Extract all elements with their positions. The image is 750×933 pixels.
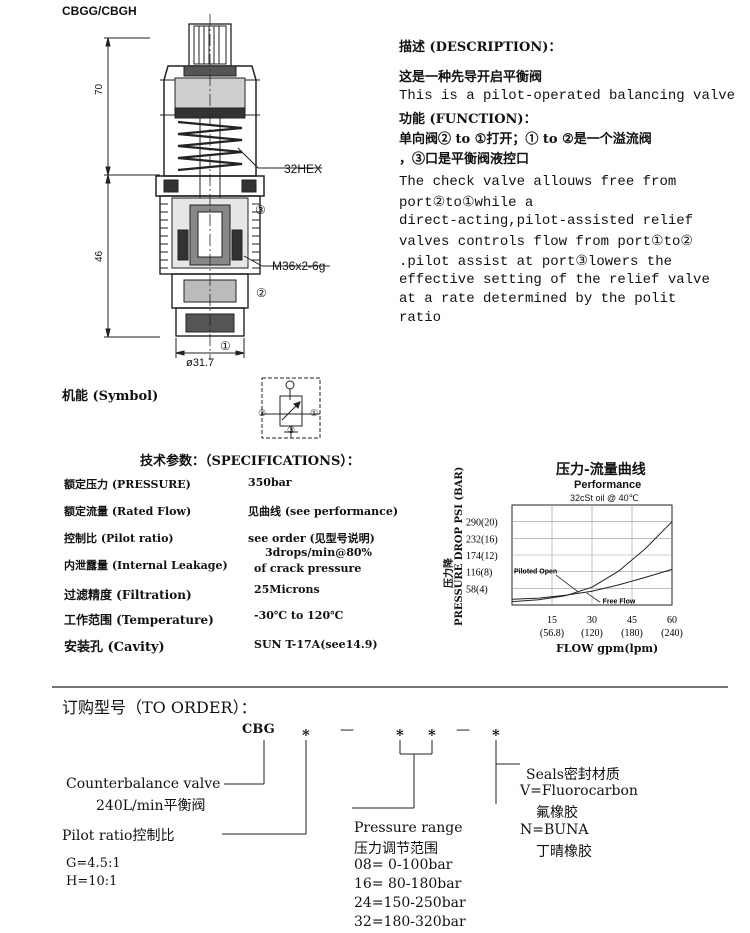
spec-label-leakage: 内泄露量 (Internal Leakage)	[64, 559, 228, 572]
spec-label-pilot: 控制比 (Pilot ratio)	[64, 532, 174, 545]
spec-label-cavity: 安装孔 (Cavity)	[64, 640, 165, 655]
seals-title: Seals密封材质	[526, 767, 620, 783]
hex-label: 32HEX	[284, 162, 323, 176]
chart-series-arrow	[586, 592, 601, 603]
chart-y-tick-label: 232(16)	[466, 534, 498, 545]
seal-option-v-cn: 氟橡胶	[536, 805, 578, 821]
function-en-line: direct-acting,pilot-assisted relief	[399, 213, 694, 229]
port-3-marker: ③	[255, 203, 266, 217]
spec-value-filtration: 25Microns	[254, 583, 320, 596]
pressure-option: 08= 0-100bar	[354, 857, 453, 873]
chart-x-tick-label: 60	[667, 615, 677, 626]
symbol-label: 机能 (Symbol)	[62, 389, 159, 404]
chart-ylabel-cn: 压力降	[444, 558, 455, 588]
seal-option-v: V=Fluorocarbon	[520, 783, 638, 799]
function-en-line: effective setting of the relief valve	[399, 272, 710, 288]
spec-value-pilot: see order (见型号说明)	[248, 532, 375, 545]
pressure-option: 16= 80-180bar	[354, 876, 462, 892]
diameter-label: ø31.7	[186, 357, 215, 369]
pilot-ratio-label: Pilot ratio控制比	[62, 828, 175, 844]
chart-x-tick-label: (56.8)	[540, 628, 564, 639]
chart-x-tick-label: (180)	[621, 628, 643, 639]
function-en-line: ratio	[399, 310, 442, 326]
spec-label-filtration: 过滤精度 (Filtration)	[64, 588, 192, 602]
chart-y-tick-label: 174(12)	[466, 551, 498, 562]
function-en-line: .pilot assist at port③lowers the	[399, 254, 672, 270]
chart-series-line	[511, 568, 673, 600]
chart-series-label: Free Flow	[603, 598, 636, 605]
chart-series-line	[511, 521, 673, 603]
pressure-option: 32=180-320bar	[354, 914, 466, 930]
function-cn-2: ，③口是平衡阀液控口	[399, 152, 530, 167]
chart-x-tick-label: (120)	[581, 628, 603, 639]
function-en-line: The check valve allouws free from	[399, 174, 677, 190]
pressure-range-title: Pressure range	[354, 820, 463, 836]
chart-ylabel: PRESSURE DROP PSI (BAR)	[454, 466, 465, 626]
thread-label: M36x2-6g	[272, 259, 326, 273]
symbol-port-1: ①	[310, 409, 319, 419]
port-2-marker: ②	[256, 286, 267, 300]
chart-title: 压力-流量曲线	[556, 462, 646, 478]
port-1-marker: ①	[220, 339, 231, 353]
pressure-range-title-cn: 压力调节范围	[354, 841, 438, 857]
chart-series-label: Piloted Open	[514, 568, 557, 575]
pressure-option: 24=150-250bar	[354, 895, 466, 911]
order-star-seal: *	[492, 726, 500, 744]
order-dash-1: —	[340, 722, 354, 738]
chart-x-tick-label: 45	[627, 615, 637, 626]
chart-plot-area	[511, 504, 673, 606]
function-title: 功能 (FUNCTION)：	[399, 112, 537, 127]
spec-value-temperature: -30℃ to 120℃	[254, 609, 344, 622]
symbol-port-2: ②	[258, 409, 267, 419]
spec-value-leakage: 3drops/min@80%	[265, 546, 372, 559]
seal-option-n-cn: 丁晴橡胶	[536, 844, 592, 860]
pilot-option: G=4.5:1	[66, 856, 121, 871]
symbol-port-3: ③	[287, 426, 296, 436]
function-en-line: port②to①while a	[399, 195, 534, 211]
function-en-line: at a rate determined by the polit	[399, 291, 677, 307]
chart-y-tick-label: 290(20)	[466, 518, 498, 529]
dimension-70: 70	[94, 83, 105, 95]
spec-label-flow: 额定流量 (Rated Flow)	[64, 505, 192, 518]
order-star-pilot: *	[302, 726, 310, 744]
spec-label-temperature: 工作范围 (Temperature)	[64, 613, 214, 627]
seal-option-n: N=BUNA	[520, 822, 589, 838]
chart-condition: 32cSt oil @ 40℃	[570, 493, 639, 503]
order-star-pressure-2: *	[428, 726, 436, 744]
description-title: 描述 (DESCRIPTION)：	[399, 40, 562, 55]
chart-xlabel: FLOW gpm(lpm)	[556, 642, 659, 655]
chart-x-tick-label: (240)	[661, 628, 683, 639]
pilot-option: H=10:1	[66, 874, 118, 889]
dimension-46: 46	[94, 250, 105, 262]
order-dash-2: —	[456, 722, 470, 738]
chart-subtitle: Performance	[574, 479, 642, 491]
chart-x-tick-label: 15	[547, 615, 557, 626]
order-star-pressure-1: *	[396, 726, 404, 744]
specifications-title: 技术参数：（SPECIFICATIONS）：	[140, 454, 360, 469]
chart-series-arrow	[555, 574, 579, 593]
description-cn: 这是一种先导开启平衡阀	[399, 70, 543, 85]
function-en-line: valves controls flow from port①to②	[399, 234, 693, 250]
counterbalance-label-2: 240L/min平衡阀	[96, 798, 206, 814]
spec-value-cavity: SUN T-17A(see14.9)	[254, 638, 378, 651]
function-cn-1: 单向阀② to ①打开；① to ②是一个溢流阀	[399, 132, 652, 147]
chart-x-tick-label: 30	[587, 615, 597, 626]
description-en: This is a pilot-operated balancing valve	[399, 88, 736, 104]
spec-value-flow: 见曲线 (see performance)	[248, 505, 399, 518]
chart-y-tick-label: 58(4)	[466, 584, 488, 595]
spec-label-pressure: 额定压力 (PRESSURE)	[64, 478, 191, 491]
order-code-prefix: CBG	[242, 722, 275, 737]
spec-value-pressure: 350bar	[248, 476, 292, 489]
model-title: CBGG/CBGH	[62, 4, 137, 18]
order-title: 订购型号（TO ORDER）：	[62, 698, 257, 717]
counterbalance-label: Counterbalance valve	[66, 776, 221, 792]
chart-y-tick-label: 116(8)	[466, 568, 492, 579]
spec-value-leakage-2: of crack pressure	[254, 562, 362, 575]
